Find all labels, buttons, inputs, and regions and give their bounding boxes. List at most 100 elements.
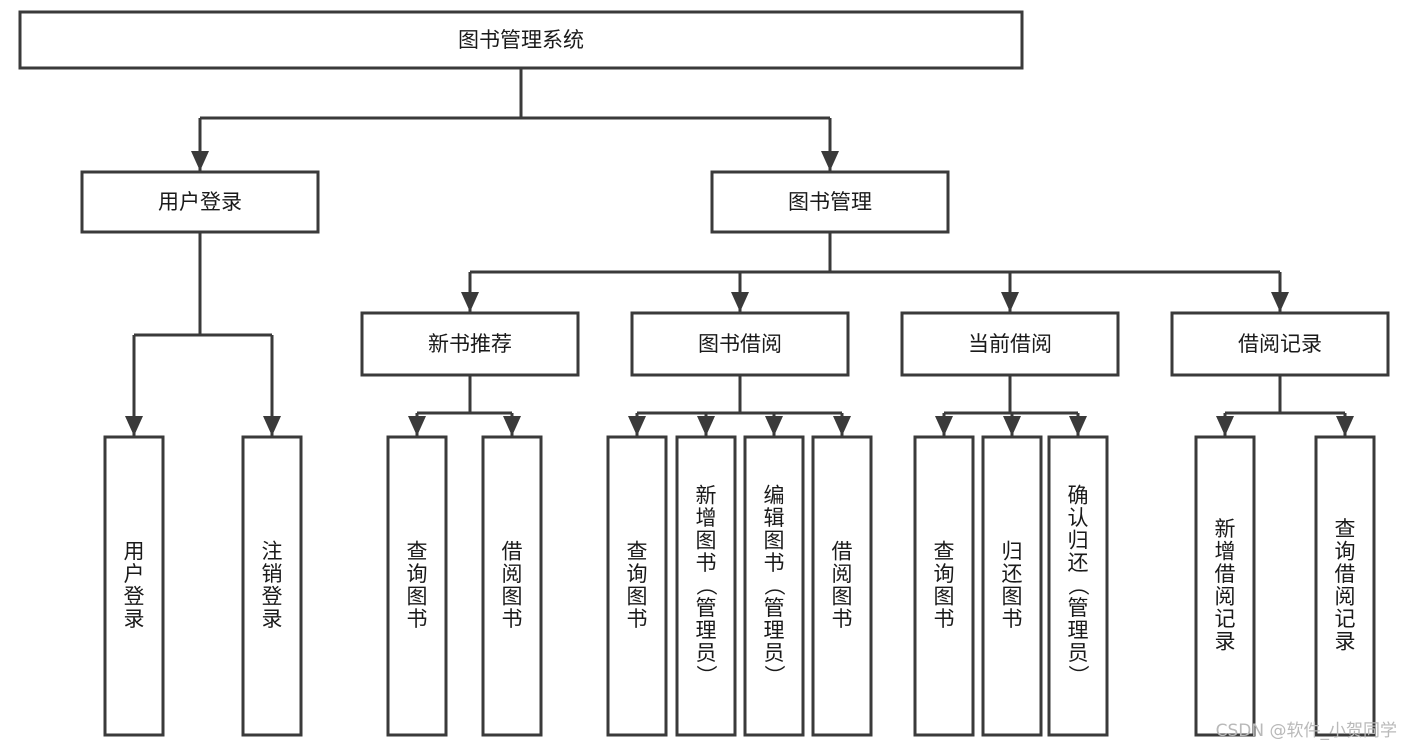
node-label-char: 还 — [1068, 551, 1089, 575]
arrow-head-icon — [263, 416, 281, 436]
node-box-borrow-record[interactable] — [1170, 311, 1390, 377]
node-label-char: 员 — [696, 641, 717, 665]
node-label-borrow-record: 借阅记录 — [1238, 332, 1322, 356]
node-label-char: 确 — [1068, 483, 1089, 507]
node-box-leaf-borrow-book-1[interactable] — [481, 435, 543, 737]
node-label-char: 书 — [764, 551, 785, 575]
node-box-root[interactable] — [18, 10, 1024, 70]
node-label-char: 登 — [262, 585, 283, 609]
node-box-user-login[interactable] — [80, 170, 320, 234]
node-label-char: （ — [694, 575, 718, 596]
node-box-book-manage[interactable] — [710, 170, 950, 234]
node-box-leaf-user-login[interactable] — [103, 435, 165, 737]
node-label-char: 录 — [1335, 630, 1356, 654]
node-label-char: 户 — [124, 562, 145, 586]
node-label-char: 录 — [124, 607, 145, 631]
node-box-leaf-add-record[interactable] — [1194, 435, 1256, 737]
node-label-char: 管 — [696, 596, 717, 620]
arrow-head-icon — [833, 416, 851, 436]
node-label-char: 新 — [1215, 517, 1236, 541]
node-label-char: 图 — [696, 528, 717, 552]
node-label-char: 录 — [262, 607, 283, 631]
node-box-leaf-confirm-return[interactable] — [1047, 435, 1109, 737]
node-label-char: 询 — [627, 562, 648, 586]
arrow-head-icon — [1271, 292, 1289, 312]
node-box-leaf-query-record[interactable] — [1314, 435, 1376, 737]
arrow-head-icon — [408, 416, 426, 436]
node-label-char: 辑 — [764, 506, 785, 530]
node-box-leaf-query-book-1[interactable] — [386, 435, 448, 737]
node-label-char: 图 — [764, 528, 785, 552]
node-label-char: 借 — [502, 540, 523, 564]
watermark-label: CSDN @软件_小贺同学 — [1215, 721, 1397, 741]
node-label-char: 询 — [407, 562, 428, 586]
arrow-head-icon — [191, 151, 209, 171]
arrow-head-icon — [461, 292, 479, 312]
node-label-char: 图 — [502, 585, 523, 609]
node-label-char: 还 — [1002, 562, 1023, 586]
node-leaf-user-login[interactable]: 用户登录 — [103, 435, 165, 737]
node-box-new-book-recommend[interactable] — [360, 311, 580, 377]
arrow-head-icon — [821, 151, 839, 171]
node-box-leaf-query-book-3[interactable] — [913, 435, 975, 737]
node-label-char: 图 — [407, 585, 428, 609]
node-label-new-book-recommend: 新书推荐 — [428, 332, 512, 356]
node-label-char: 图 — [934, 585, 955, 609]
node-label-char: 借 — [1215, 562, 1236, 586]
node-label-char: 记 — [1215, 607, 1236, 631]
node-label-char: 查 — [1335, 517, 1356, 541]
node-label-book-manage: 图书管理 — [788, 190, 872, 214]
node-user-login[interactable]: 用户登录 — [80, 170, 320, 234]
node-label-char: 书 — [696, 551, 717, 575]
node-label-char: 阅 — [1335, 585, 1356, 609]
node-current-borrow[interactable]: 当前借阅 — [900, 311, 1120, 377]
node-layer: 图书管理系统用户登录图书管理新书推荐图书借阅当前借阅借阅记录用户登录注销登录查询… — [18, 10, 1390, 737]
node-box-leaf-logout[interactable] — [241, 435, 303, 737]
node-label-char: 借 — [832, 540, 853, 564]
node-book-borrow[interactable]: 图书借阅 — [630, 311, 850, 377]
node-label-char: 询 — [1335, 540, 1356, 564]
node-box-leaf-return-book[interactable] — [981, 435, 1043, 737]
node-label-current-borrow: 当前借阅 — [968, 332, 1052, 356]
node-box-leaf-add-book[interactable] — [675, 435, 737, 737]
node-label-char: 认 — [1068, 506, 1089, 530]
node-label-char: 查 — [407, 540, 428, 564]
connector-layer — [125, 68, 1354, 436]
node-label-book-borrow: 图书借阅 — [698, 332, 782, 356]
node-box-current-borrow[interactable] — [900, 311, 1120, 377]
node-box-book-borrow[interactable] — [630, 311, 850, 377]
node-new-book-recommend[interactable]: 新书推荐 — [360, 311, 580, 377]
node-box-leaf-query-book-2[interactable] — [606, 435, 668, 737]
node-label-char: 用 — [124, 540, 145, 564]
node-root[interactable]: 图书管理系统 — [18, 10, 1024, 70]
node-box-leaf-borrow-book-2[interactable] — [811, 435, 873, 737]
node-label-char: 查 — [934, 540, 955, 564]
node-label-char: 销 — [262, 562, 283, 586]
node-label-char: 注 — [262, 540, 283, 564]
node-label-char: 归 — [1068, 528, 1089, 552]
node-label-char: 管 — [764, 596, 785, 620]
node-label-char: 编 — [764, 483, 785, 507]
node-label-char: ） — [1066, 665, 1090, 686]
node-label-user-login: 用户登录 — [158, 190, 242, 214]
node-label-char: 书 — [1002, 607, 1023, 631]
node-book-manage[interactable]: 图书管理 — [710, 170, 950, 234]
node-borrow-record[interactable]: 借阅记录 — [1170, 311, 1390, 377]
arrow-head-icon — [503, 416, 521, 436]
node-label-char: （ — [762, 575, 786, 596]
node-label-char: 阅 — [1215, 585, 1236, 609]
node-box-leaf-edit-book[interactable] — [743, 435, 805, 737]
